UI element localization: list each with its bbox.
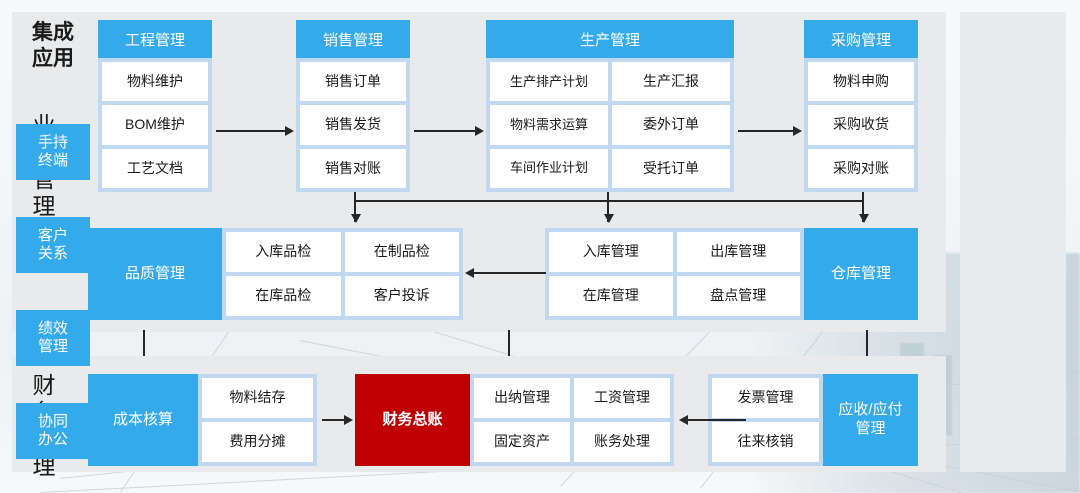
arrowhead-cost-to-ledger — [344, 415, 353, 425]
section-integration-apps — [960, 12, 1066, 472]
module-engineering-header: 工程管理 — [98, 20, 212, 58]
integration-button-performance[interactable]: 绩效管理 — [16, 310, 90, 366]
arrowhead-receivable-to-accounting — [679, 415, 688, 425]
tile-warehouse-0[interactable]: 入库管理 — [549, 232, 673, 272]
arrowhead-engineering-to-sales — [285, 126, 294, 136]
integration-title: 集成应用 — [32, 21, 74, 71]
tile-production-3[interactable]: 委外订单 — [612, 105, 730, 145]
tile-purchasing-2[interactable]: 采购对账 — [808, 148, 914, 188]
connector-engineering-to-sales — [216, 130, 290, 132]
tile-warehouse-1[interactable]: 出库管理 — [676, 232, 800, 272]
tile-engineering-2[interactable]: 工艺文档 — [102, 148, 208, 188]
module-purchasing-header: 采购管理 — [804, 20, 918, 58]
tile-receivable-0[interactable]: 发票管理 — [712, 378, 819, 418]
connector-cost-to-ledger — [322, 419, 348, 421]
tile-receivable-1[interactable]: 往来核销 — [712, 422, 819, 462]
tile-warehouse-3[interactable]: 盘点管理 — [676, 276, 800, 316]
tile-quality-0[interactable]: 入库品检 — [226, 232, 341, 272]
module-warehouse[interactable]: 入库管理 出库管理 在库管理 盘点管理 仓库管理 — [545, 228, 918, 320]
connector-warehouse-to-quality — [474, 272, 546, 274]
connector-receivable-to-accounting — [688, 419, 746, 421]
module-production-header: 生产管理 — [486, 20, 734, 58]
tile-warehouse-2[interactable]: 在库管理 — [549, 276, 673, 316]
arrowhead-bus-drop-production — [604, 214, 614, 223]
tile-quality-2[interactable]: 在库品检 — [226, 276, 341, 316]
tile-production-2[interactable]: 物料需求运算 — [490, 105, 608, 145]
tile-sales-0[interactable]: 销售订单 — [300, 62, 406, 102]
module-quality-header: 品质管理 — [88, 228, 222, 320]
module-accounting[interactable]: 出纳管理 工资管理 固定资产 账务处理 — [470, 374, 674, 466]
connector-quality-to-cost — [143, 330, 145, 368]
integration-button-handheld[interactable]: 手持终端 — [16, 124, 90, 180]
connector-warehouse-to-accounting — [508, 330, 510, 368]
module-quality[interactable]: 品质管理 入库品检 在制品检 在库品检 客户投诉 — [88, 228, 463, 320]
tile-engineering-1[interactable]: BOM维护 — [102, 105, 208, 145]
tile-cost-1[interactable]: 费用分摊 — [202, 422, 313, 462]
tile-sales-1[interactable]: 销售发货 — [300, 105, 406, 145]
connector-bus-drop-sales — [354, 192, 356, 222]
module-purchasing[interactable]: 采购管理 物料申购 采购收货 采购对账 — [804, 20, 918, 192]
connector-warehouse-to-receivable — [866, 330, 868, 368]
tile-production-0[interactable]: 生产排产计划 — [490, 62, 608, 102]
connector-bus-drop-production — [607, 192, 609, 222]
tile-sales-2[interactable]: 销售对账 — [300, 148, 406, 188]
connector-sales-to-production — [414, 130, 480, 132]
tile-accounting-2[interactable]: 固定资产 — [474, 422, 570, 462]
tile-purchasing-0[interactable]: 物料申购 — [808, 62, 914, 102]
arrowhead-sales-to-production — [475, 126, 484, 136]
module-engineering[interactable]: 工程管理 物料维护 BOM维护 工艺文档 — [98, 20, 212, 192]
tile-cost-0[interactable]: 物料结存 — [202, 378, 313, 418]
arrowhead-production-to-purchasing — [793, 126, 802, 136]
arrowhead-bus-drop-sales — [351, 214, 361, 223]
module-cost-accounting-header: 成本核算 — [88, 374, 198, 466]
tile-purchasing-1[interactable]: 采购收货 — [808, 105, 914, 145]
connector-production-to-purchasing — [738, 130, 800, 132]
arrowhead-warehouse-to-quality — [465, 268, 474, 278]
module-production[interactable]: 生产管理 生产排产计划 生产汇报 物料需求运算 委外订单 车间作业计划 受托订单 — [486, 20, 734, 192]
tile-production-1[interactable]: 生产汇报 — [612, 62, 730, 102]
integration-button-crm[interactable]: 客户关系 — [16, 217, 90, 273]
tile-production-4[interactable]: 车间作业计划 — [490, 148, 608, 188]
tile-engineering-0[interactable]: 物料维护 — [102, 62, 208, 102]
tile-quality-1[interactable]: 在制品检 — [344, 232, 459, 272]
tile-accounting-3[interactable]: 账务处理 — [574, 422, 670, 462]
module-general-ledger[interactable]: 财务总账 — [355, 374, 470, 466]
arrowhead-bus-drop-purchasing — [859, 214, 869, 223]
connector-bus-horizontal — [354, 200, 864, 202]
module-cost-accounting[interactable]: 成本核算 物料结存 费用分摊 — [88, 374, 317, 466]
tile-accounting-1[interactable]: 工资管理 — [574, 378, 670, 418]
tile-accounting-0[interactable]: 出纳管理 — [474, 378, 570, 418]
tile-production-5[interactable]: 受托订单 — [612, 148, 730, 188]
module-sales[interactable]: 销售管理 销售订单 销售发货 销售对账 — [296, 20, 410, 192]
connector-bus-drop-purchasing — [862, 192, 864, 222]
tile-quality-3[interactable]: 客户投诉 — [344, 276, 459, 316]
module-receivable-payable[interactable]: 发票管理 往来核销 应收/应付管理 — [708, 374, 918, 466]
integration-button-collaboration[interactable]: 协同办公 — [16, 403, 90, 459]
module-warehouse-header: 仓库管理 — [804, 228, 918, 320]
module-sales-header: 销售管理 — [296, 20, 410, 58]
module-receivable-payable-header: 应收/应付管理 — [823, 374, 918, 466]
